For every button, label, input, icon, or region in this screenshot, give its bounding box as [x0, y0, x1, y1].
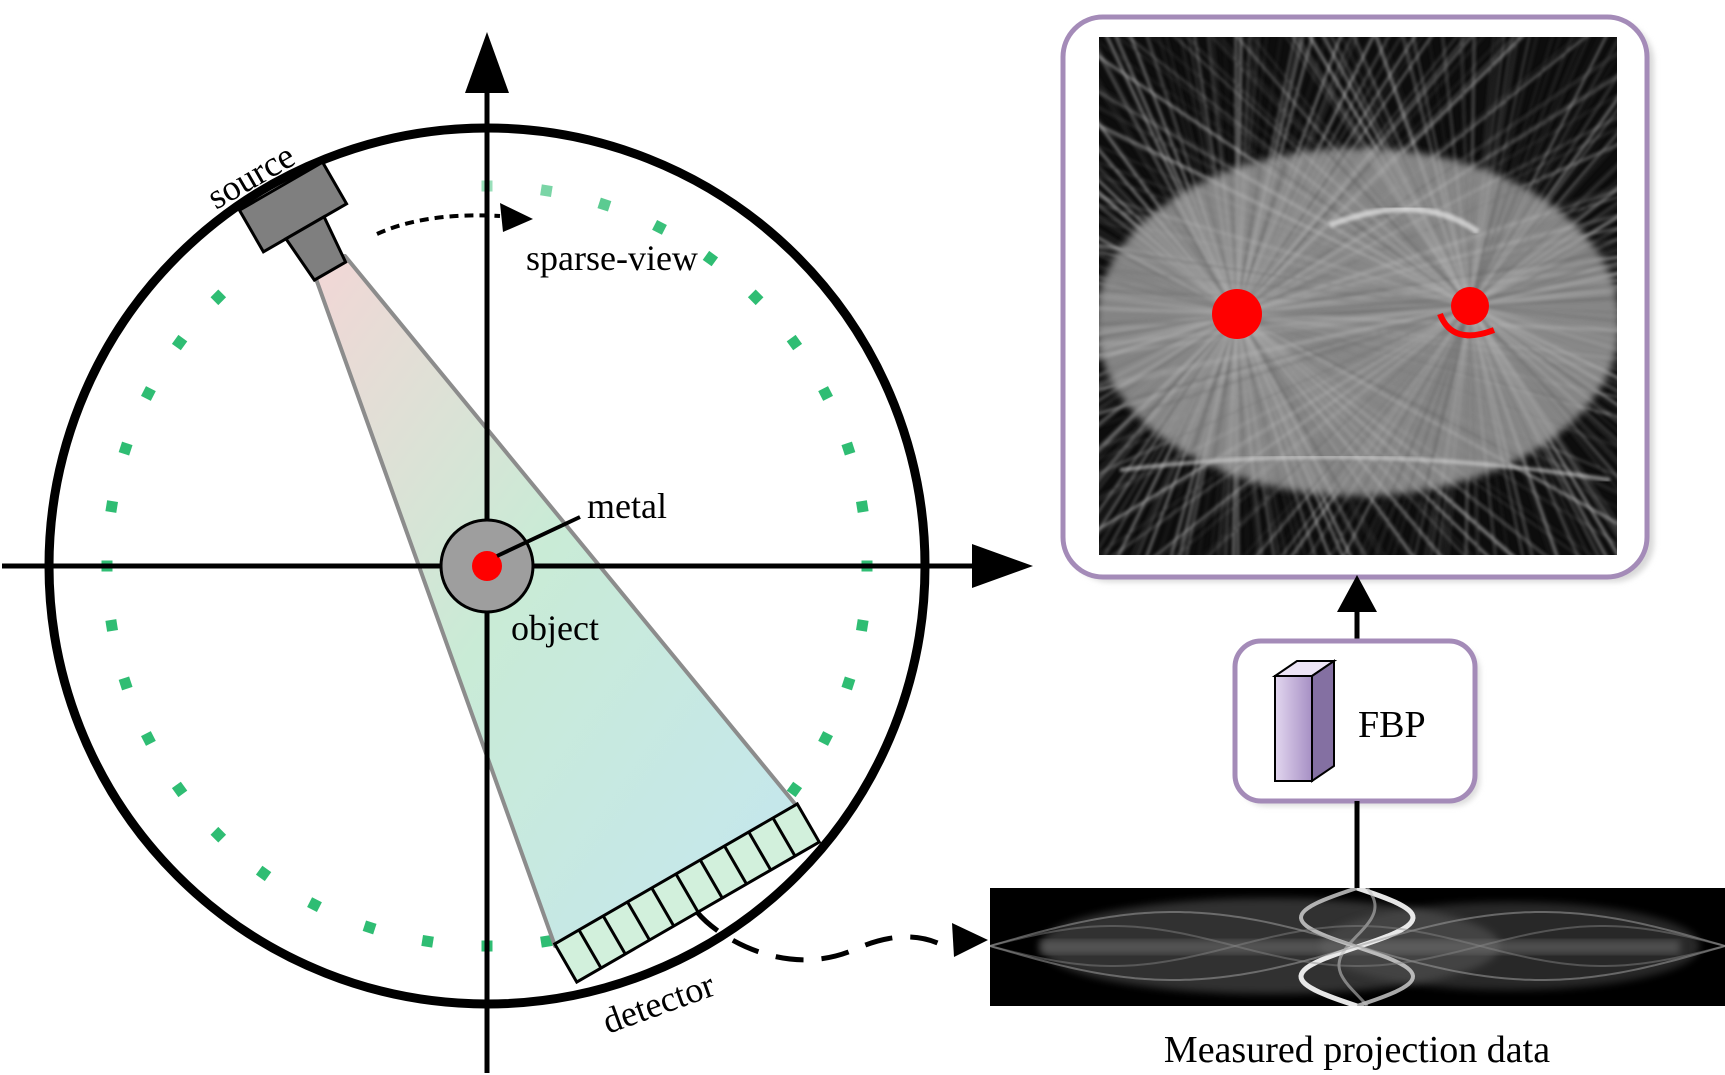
filter-block-icon [1271, 659, 1338, 783]
fbp-label: FBP [1358, 704, 1426, 746]
inner-arc-structure [1328, 206, 1480, 235]
measured-sinogram [990, 888, 1725, 1006]
reconstructed-ct-image [1099, 37, 1617, 555]
rotation-arrow [376, 213, 501, 236]
metal-pointer [496, 515, 581, 558]
view-mark [307, 897, 322, 912]
sinogram-trace [990, 925, 1725, 967]
view-mark [105, 500, 118, 513]
rotation-arrowhead [500, 203, 533, 232]
view-mark [105, 619, 118, 632]
metal-implant-right [1451, 287, 1489, 325]
metal-label: metal [587, 486, 667, 526]
view-mark [652, 220, 667, 235]
vertical-axis-arrowhead [465, 32, 509, 93]
view-mark [597, 197, 612, 212]
metal-crescent-right [1437, 312, 1496, 339]
xray-beam [308, 254, 802, 948]
metal-insert [472, 551, 502, 581]
detector-label: detector [597, 964, 720, 1041]
view-mark [421, 935, 434, 948]
view-mark [171, 334, 188, 351]
sinogram-trace [990, 911, 1725, 981]
view-mark [171, 781, 188, 798]
view-mark [255, 865, 272, 882]
view-mark [786, 334, 803, 351]
fbp-module: FBP [1232, 638, 1480, 806]
view-mark [786, 781, 803, 798]
view-mark [856, 619, 869, 632]
view-mark [540, 935, 553, 948]
view-mark [856, 500, 869, 513]
view-mark [362, 920, 377, 935]
view-mark [118, 676, 133, 691]
view-mark [747, 289, 764, 306]
horizontal-axis-arrowhead [972, 544, 1033, 588]
view-mark [141, 386, 156, 401]
sparse-view-label: sparse-view [526, 238, 698, 278]
view-mark [540, 184, 553, 197]
sinogram-panel: Measured projection data [990, 888, 1725, 1071]
view-mark [210, 289, 227, 306]
reconstruction-panel [1060, 14, 1654, 582]
sinogram-trace [1337, 888, 1377, 1006]
view-mark [841, 676, 856, 691]
fbp-box [1232, 638, 1478, 804]
sinogram-trace [990, 925, 1725, 967]
lower-arc-structure [1119, 455, 1611, 482]
view-mark [141, 731, 156, 746]
scanner-geometry: source sparse-view metal object detector [2, 32, 1033, 1073]
detector-to-sinogram-arrow [695, 910, 942, 963]
view-mark [702, 250, 719, 267]
measured-projection-label: Measured projection data [1164, 1029, 1550, 1071]
view-mark [210, 826, 227, 843]
sinogram-traces [990, 888, 1725, 1006]
view-mark [118, 441, 133, 456]
view-mark [841, 441, 856, 456]
object-label: object [511, 608, 599, 648]
view-mark [818, 386, 833, 401]
metal-implant-left [1212, 289, 1262, 339]
xray-source [237, 160, 349, 283]
detector-to-sinogram-arrowhead [952, 923, 988, 957]
view-mark [818, 731, 833, 746]
fbp-to-image-arrowhead [1337, 575, 1377, 612]
